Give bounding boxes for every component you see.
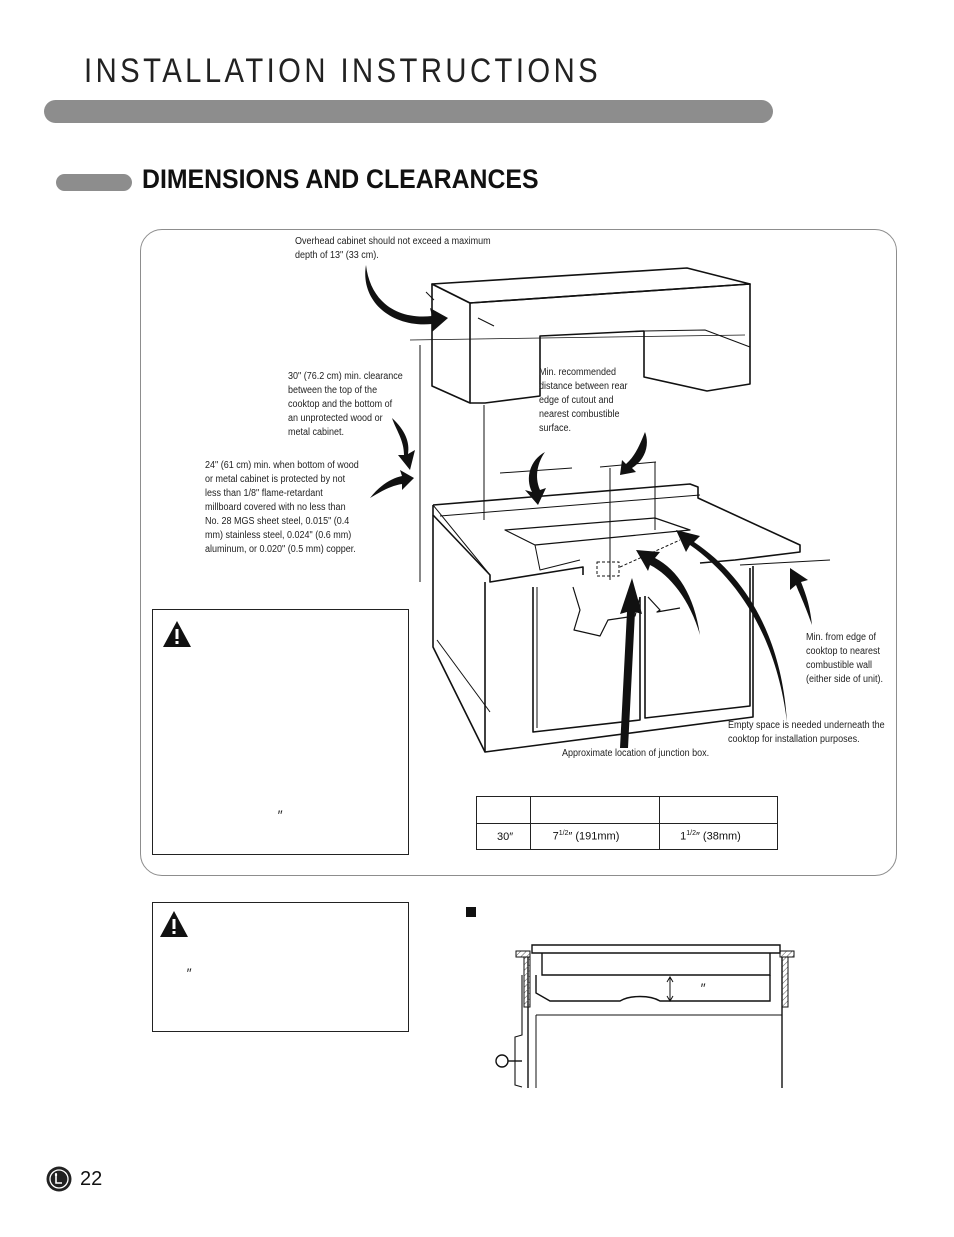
table-cell-side: 11/2″ (38mm) bbox=[659, 823, 778, 850]
callout-side-wall: Min. from edge of cooktop to nearest com… bbox=[806, 632, 884, 685]
table-cell bbox=[529, 796, 661, 824]
section-title: DIMENSIONS AND CLEARANCES bbox=[142, 164, 539, 194]
rear-frac: 1/2 bbox=[558, 830, 569, 838]
table-cell bbox=[659, 796, 778, 824]
inch-mark: ″ bbox=[186, 965, 191, 981]
side-frac: 1/2 bbox=[686, 830, 696, 838]
warning-box-secondary: ″ bbox=[152, 902, 409, 1032]
header-rule-bar bbox=[44, 100, 773, 123]
callout-empty-space: Empty space is needed underneath the coo… bbox=[728, 720, 885, 745]
warning-triangle-icon bbox=[160, 911, 188, 937]
table-cell bbox=[476, 796, 531, 824]
rear-rest: ″ (191mm) bbox=[568, 830, 620, 843]
rear-whole: 7 bbox=[552, 830, 559, 843]
page-header-title: INSTALLATION INSTRUCTIONS bbox=[84, 52, 602, 90]
warning-triangle-icon bbox=[163, 621, 191, 647]
dimensions-table: 30″ 71/2″ (191mm) 11/2″ (38mm) bbox=[476, 796, 778, 850]
callout-rear-distance: Min. recommended distance between rear e… bbox=[539, 367, 628, 434]
callout-clearance-30: 30" (76.2 cm) min. clearance between the… bbox=[288, 371, 403, 438]
warning-box-main: ″ bbox=[152, 609, 409, 855]
page-number: 22 bbox=[80, 1168, 103, 1190]
table-cell-rear: 71/2″ (191mm) bbox=[529, 823, 661, 850]
table-row bbox=[476, 796, 778, 824]
section-pill-marker bbox=[56, 174, 132, 191]
inch-mark: ″ bbox=[277, 807, 282, 823]
table-cell-size: 30″ bbox=[476, 823, 531, 850]
callout-overhead-cabinet: Overhead cabinet should not exceed a max… bbox=[295, 236, 491, 261]
side-rest: ″ (38mm) bbox=[695, 830, 741, 843]
diagram-frame bbox=[140, 229, 897, 876]
side-whole: 1 bbox=[680, 830, 687, 843]
bullet-square bbox=[466, 907, 476, 917]
cooktop-cross-section-diagram bbox=[495, 944, 795, 1088]
inch-mark: ″ bbox=[700, 980, 705, 996]
table-row: 30″ 71/2″ (191mm) 11/2″ (38mm) bbox=[476, 823, 778, 850]
callout-clearance-24: 24" (61 cm) min. when bottom of wood or … bbox=[205, 460, 359, 555]
callout-junction-box: Approximate location of junction box. bbox=[562, 748, 710, 759]
lg-logo-icon bbox=[46, 1166, 72, 1192]
